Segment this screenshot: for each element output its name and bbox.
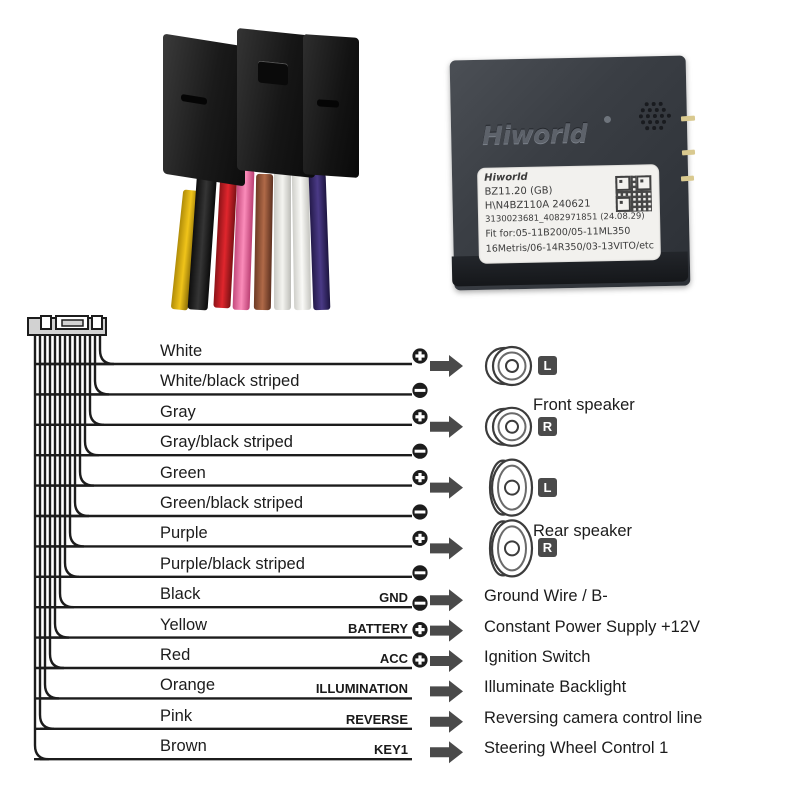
- label-line-hn: H\N4BZ110A 240621: [484, 198, 591, 212]
- label-line-fit1: Fit for:05-11B200/05-11ML350: [485, 225, 631, 240]
- plus-polarity-icon: [412, 622, 428, 638]
- connector-block-left: [163, 33, 245, 187]
- label-line-fit2: 16Metris/06-14R350/03-13VITO/etc: [485, 240, 655, 255]
- module-connector-pin-1: [680, 115, 696, 122]
- minus-polarity-icon: [412, 565, 428, 581]
- arrow-right-icon: [430, 619, 463, 642]
- wire-function-label: REVERSE: [345, 711, 408, 727]
- minus-polarity-icon: [412, 443, 428, 459]
- plus-polarity-icon: [412, 652, 428, 668]
- hiworld-interface-module-photo: Hiworld Hiworld BZ11.20 (GB) H\N4BZ110A …: [449, 55, 702, 298]
- wire-function-label: KEY1: [374, 742, 408, 758]
- plus-polarity-icon: [412, 530, 428, 546]
- arrow-right-icon: [430, 355, 463, 377]
- arrow-right-icon: [430, 710, 463, 733]
- wire-color-label: Purple: [160, 524, 208, 543]
- wire-path: [40, 335, 85, 548]
- arrow-right-icon: [430, 680, 463, 703]
- label-line-serial: 3130023681_4082971851 (24.08.29): [484, 211, 645, 225]
- wiring-diagram-svg: [27, 315, 534, 764]
- wire-function-label: ACC: [379, 651, 408, 666]
- wire-color-label: Red: [160, 646, 191, 664]
- wire-function-label: BATTERY: [348, 620, 408, 636]
- harness-wire-brown: [253, 173, 274, 311]
- wire-destination-label: Reversing camera control line: [484, 708, 703, 727]
- harness-connector-icon: [27, 315, 107, 336]
- wire-destination-label: Constant Power Supply +12V: [484, 617, 701, 636]
- arrow-right-icon: [430, 476, 463, 499]
- front-speaker-left-icon: [484, 345, 533, 387]
- speaker-channel-badge: R: [538, 416, 557, 436]
- rear-speaker-right-icon: [488, 519, 534, 578]
- speaker-channel-badge: L: [538, 356, 557, 375]
- arrow-right-icon: [430, 741, 463, 764]
- minus-polarity-icon: [412, 382, 428, 398]
- front-speaker-group-label: Front speaker: [533, 396, 635, 415]
- module-connector-pin-2: [681, 149, 696, 156]
- wire-color-label: White: [160, 342, 203, 360]
- target-arrow-icons: [412, 348, 463, 764]
- connector-slot-right: [317, 99, 339, 108]
- connector-latch-tab: [258, 60, 288, 86]
- product-photos: Hiworld Hiworld BZ11.20 (GB) H\N4BZ110A …: [0, 0, 800, 312]
- wire-destination-label: Ignition Switch: [484, 648, 591, 666]
- rear-speaker-group-label: Rear speaker: [533, 522, 633, 540]
- wire-color-label: Green: [160, 463, 206, 482]
- harness-wire-bundle: [125, 148, 375, 313]
- wire-color-label: Yellow: [160, 615, 208, 634]
- plus-polarity-icon: [412, 348, 428, 364]
- buzzer-grille-icon: [638, 101, 674, 137]
- label-line-model: BZ11.20 (GB): [484, 185, 553, 198]
- module-spec-label: Hiworld BZ11.20 (GB) H\N4BZ110A 240621 3…: [477, 164, 661, 264]
- wire-row-lines: [34, 362, 412, 761]
- wire-destination-label: Steering Wheel Control 1: [484, 739, 669, 758]
- wire-color-label: Orange: [160, 676, 216, 695]
- wire-harness-connector-photo: [125, 18, 375, 311]
- speaker-channel-badge: R: [538, 538, 557, 558]
- rear-speaker-left-icon: [488, 458, 534, 517]
- wire-color-label: Brown: [160, 737, 207, 756]
- arrow-right-icon: [430, 650, 463, 672]
- wire-color-label: Purple/black striped: [160, 554, 305, 573]
- module-connector-pin-3: [680, 175, 695, 182]
- minus-polarity-icon: [412, 595, 428, 611]
- plus-polarity-icon: [412, 470, 428, 486]
- arrow-right-icon: [430, 537, 463, 560]
- qr-code-icon: [615, 175, 652, 213]
- wire-destination-label: Illuminate Backlight: [484, 678, 627, 697]
- front-speaker-right-icon: [484, 406, 533, 447]
- speaker-channel-badge: L: [538, 477, 557, 497]
- wire-function-label: GND: [379, 590, 408, 606]
- wire-color-label: Gray: [160, 402, 196, 421]
- arrow-right-icon: [430, 415, 463, 438]
- harness-wire-purple: [308, 173, 331, 311]
- wire-color-label: Black: [160, 585, 201, 604]
- harness-wire-white-green: [274, 170, 291, 310]
- minus-polarity-icon: [412, 504, 428, 520]
- wire-color-label: Pink: [160, 706, 193, 725]
- label-line-brand: Hiworld: [484, 171, 528, 184]
- speaker-icons: [484, 345, 534, 578]
- wire-color-label: White/black striped: [160, 372, 300, 391]
- wire-function-label: ILLUMINATION: [315, 681, 408, 697]
- wire-destination-label: Ground Wire / B-: [484, 587, 608, 606]
- wire-color-label: Green/black striped: [160, 494, 304, 512]
- arrow-right-icon: [430, 589, 463, 612]
- wire-color-label: Gray/black striped: [160, 433, 293, 452]
- harness-wire-pink: [232, 169, 255, 311]
- plus-polarity-icon: [412, 409, 428, 425]
- module-brand-emboss: Hiworld: [481, 118, 588, 151]
